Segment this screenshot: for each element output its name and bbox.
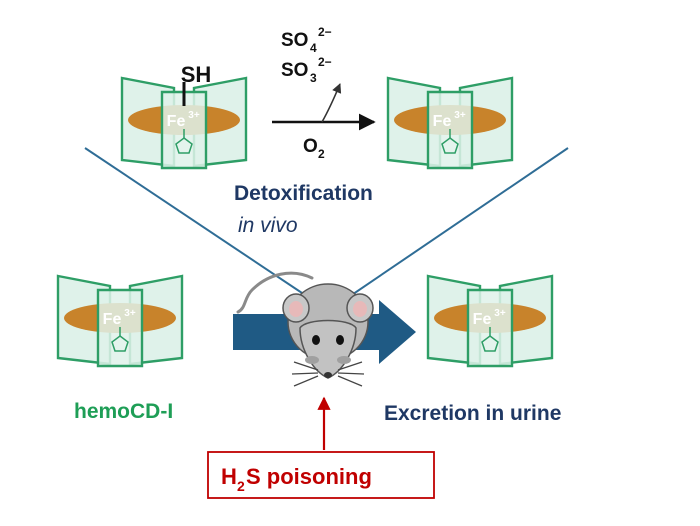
hemocd-initial-complex: Fe 3+	[56, 274, 184, 368]
mouse-eye-right	[336, 335, 344, 345]
fe-label-sup: 3+	[188, 110, 200, 121]
mouse-whiskers	[291, 361, 365, 387]
fe-label-sup: 3+	[494, 308, 506, 319]
svg-text:SO: SO	[281, 30, 308, 51]
excretion-label: Excretion in urine	[384, 402, 561, 425]
hemocd-label: hemoCD-I	[74, 400, 173, 423]
byproduct-arrow	[321, 83, 342, 123]
fe-label-base: Fe	[433, 113, 452, 130]
sulfite-label: SO 3 2−	[281, 55, 332, 85]
svg-text:H: H	[221, 464, 237, 489]
svg-text:2: 2	[318, 147, 325, 161]
fe-label-sup: 3+	[454, 110, 466, 121]
fe-label-sup: 3+	[124, 308, 136, 319]
fe-label-base: Fe	[103, 311, 122, 328]
svg-text:2−: 2−	[318, 55, 332, 69]
poisoning-box	[207, 451, 435, 499]
svg-text:4: 4	[310, 41, 317, 55]
hemocd-oxidized-complex: Fe 3+	[386, 76, 514, 170]
mouse-nose	[324, 372, 332, 378]
mouse-paw-right	[337, 356, 351, 364]
fe-label-base: Fe	[473, 311, 492, 328]
svg-text:3: 3	[310, 71, 317, 85]
hemocd-thiol-complex: Fe 3+	[120, 76, 248, 170]
hemocd-excreted-complex: Fe 3+	[426, 274, 554, 368]
svg-text:2−: 2−	[318, 25, 332, 39]
mouse-paw-left	[305, 356, 319, 364]
mouse-inner-ear-left	[289, 301, 303, 317]
fe-label-base: Fe	[167, 113, 186, 130]
mouse-inner-ear-right	[353, 301, 367, 317]
right-diagonal-line	[336, 147, 569, 306]
poisoning-label: H 2 S poisoning	[221, 464, 372, 494]
svg-text:O: O	[303, 136, 318, 157]
mouse-tail	[236, 271, 314, 314]
detox-label: Detoxification	[234, 182, 373, 205]
oxygen-label: O 2	[303, 136, 325, 161]
mouse-eye-left	[312, 335, 320, 345]
svg-text:SO: SO	[281, 60, 308, 81]
sulfate-label: SO 4 2−	[281, 25, 332, 55]
mouse-illustration	[236, 271, 374, 387]
mouse-head	[299, 319, 357, 379]
left-diagonal-line	[84, 147, 321, 306]
svg-text:S poisoning: S poisoning	[246, 464, 372, 489]
in-vivo-label: in vivo	[238, 214, 298, 237]
thiol-label: SH	[181, 62, 212, 87]
svg-text:2: 2	[237, 478, 245, 494]
